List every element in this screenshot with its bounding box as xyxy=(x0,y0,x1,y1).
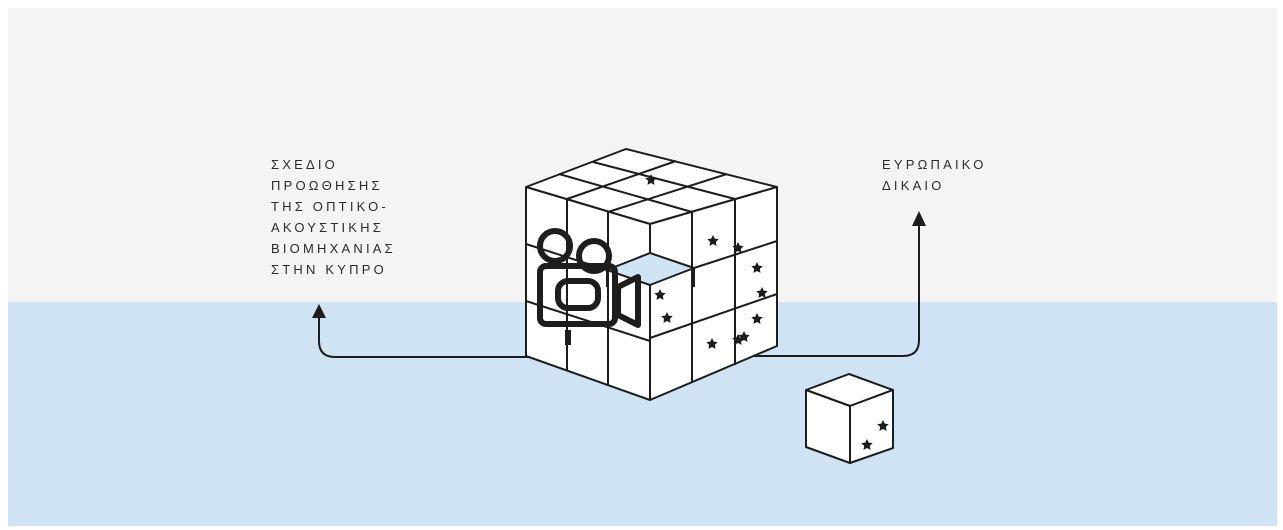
cube-right-face xyxy=(650,187,777,400)
arrow-up-icon xyxy=(912,211,926,226)
cube-left-face xyxy=(526,187,650,400)
small-cube xyxy=(806,374,893,463)
rubik-cube xyxy=(526,149,777,400)
arrow-up-icon xyxy=(312,304,326,318)
